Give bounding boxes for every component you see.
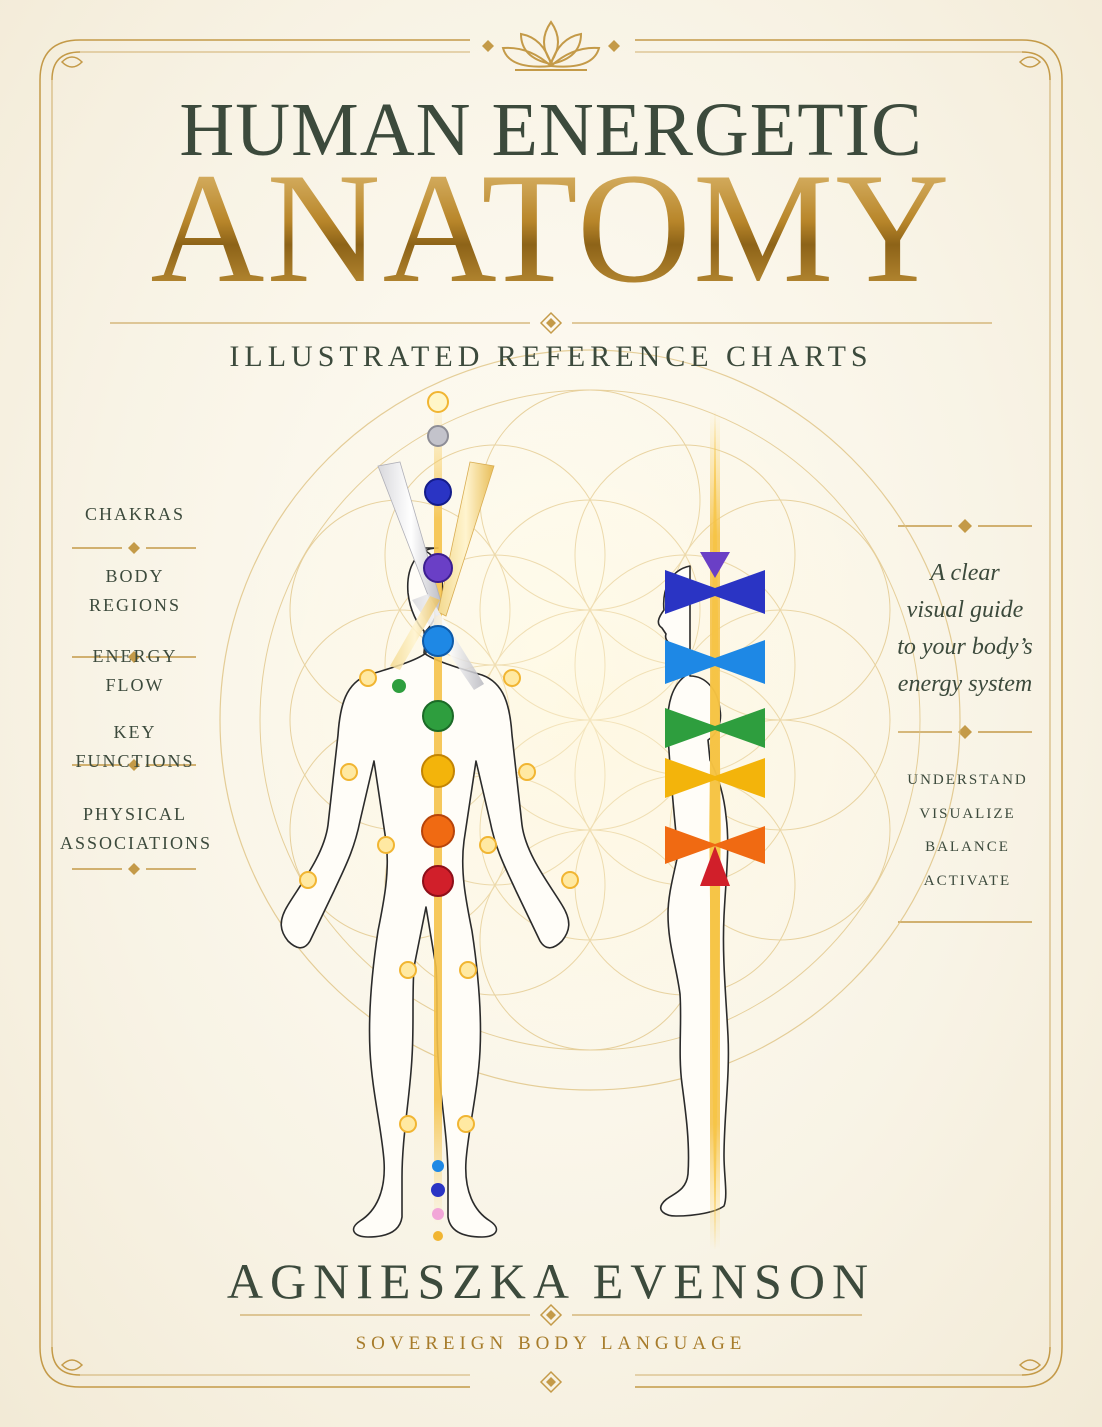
- chakra-icon: [423, 553, 453, 583]
- front-energy-channel: [434, 395, 442, 1225]
- chakra-icon: [422, 700, 454, 732]
- topic-key-functions: KEY FUNCTIONS: [75, 722, 195, 771]
- chakra-icon: [427, 391, 449, 413]
- chakra-icon: [421, 814, 455, 848]
- topic-physical-associations: PHYSICAL ASSOCIATIONS: [60, 804, 213, 853]
- author-name: AGNIESZKA EVENSON: [226, 1253, 876, 1309]
- corner-flourish-icon: [1018, 1346, 1063, 1388]
- chakra-icon: [421, 754, 455, 788]
- chakra-icon: [700, 552, 730, 578]
- chakra-icon: [424, 478, 452, 506]
- verb-list: UNDERSTAND VISUALIZE BALANCE ACTIVATE: [895, 764, 1040, 898]
- energy-cone-icon: [665, 640, 765, 684]
- title-line-1: HUMAN ENERGETIC: [179, 88, 923, 172]
- subtitle: ILLUSTRATED REFERENCE CHARTS: [229, 340, 873, 373]
- topic-energy-flow: ENERGY FLOW: [92, 646, 178, 695]
- energy-cone-icon: [665, 758, 765, 798]
- energy-cone-icon: [665, 826, 765, 864]
- front-chakras: [392, 391, 455, 1241]
- side-chakras: [665, 552, 765, 886]
- topic-body-regions: BODY REGIONS: [88, 566, 181, 615]
- chakra-icon: [422, 625, 454, 657]
- corner-flourish-icon: [39, 1346, 84, 1388]
- chakra-icon: [700, 846, 730, 886]
- verb-understand: UNDERSTAND: [907, 772, 1028, 788]
- title-line-2: ANATOMY: [0, 150, 1102, 308]
- corner-flourish-icon: [39, 39, 84, 81]
- chakra-icon: [392, 679, 406, 693]
- verb-balance: BALANCE: [925, 839, 1010, 855]
- lotus-icon: [501, 20, 601, 71]
- corner-flourish-icon: [1018, 39, 1063, 81]
- topic-chakras: CHAKRAS: [84, 504, 186, 524]
- chakra-icon: [427, 425, 449, 447]
- tagline: A clear visual guide to your body’s ener…: [897, 560, 1033, 697]
- chakra-icon: [422, 865, 454, 897]
- topic-list: CHAKRAS BODY REGIONS ENERGY FLOW KEY FUN…: [60, 500, 210, 858]
- front-body-figure: [280, 547, 570, 1238]
- joint-energy-points: [299, 669, 579, 1133]
- energy-cone-icon: [665, 708, 765, 748]
- publisher-name: SOVEREIGN BODY LANGUAGE: [355, 1333, 747, 1354]
- verb-visualize: VISUALIZE: [919, 805, 1016, 822]
- energy-cone-icon: [665, 570, 765, 614]
- verb-activate: ACTIVATE: [923, 872, 1012, 889]
